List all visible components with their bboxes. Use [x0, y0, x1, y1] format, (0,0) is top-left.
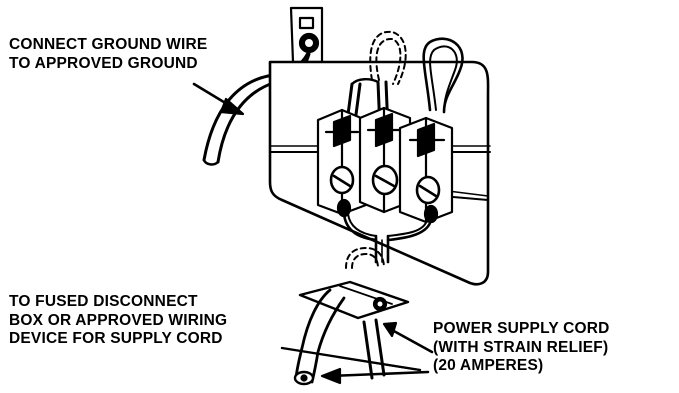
fused-label-line-2: BOX OR APPROVED WIRING: [9, 311, 228, 329]
terminal-block-center: [358, 106, 412, 214]
fused-label-line-3: DEVICE FOR SUPPLY CORD: [9, 330, 223, 347]
ground-arrow: [192, 82, 245, 116]
cord-label-line-3: (20 AMPERES): [433, 357, 544, 374]
cord-label-line-2: (WITH STRAIN RELIEF): [433, 338, 609, 356]
power-supply-cord-label: POWER SUPPLY CORD (WITH STRAIN RELIEF) (…: [433, 320, 610, 376]
clamp-screws: [362, 318, 386, 380]
cord-arrow: [320, 321, 434, 385]
terminal-block-right: [398, 116, 454, 224]
wire-leads: [336, 198, 439, 264]
cord-label-line-1: POWER SUPPLY CORD: [433, 320, 610, 337]
fused-disconnect-label: TO FUSED DISCONNECT BOX OR APPROVED WIRI…: [9, 293, 227, 349]
ground-label-line-1: CONNECT GROUND WIRE: [9, 36, 208, 53]
fused-box-arrow: [280, 346, 422, 372]
ground-wire-label: CONNECT GROUND WIRE TO APPROVED GROUND: [9, 36, 207, 73]
supply-cord: [293, 288, 346, 386]
fused-label-line-1: TO FUSED DISCONNECT: [9, 293, 198, 310]
terminal-block-left: [316, 108, 368, 216]
ground-label-line-2: TO APPROVED GROUND: [9, 54, 198, 72]
dashed-jumper: [369, 30, 407, 85]
neutral-strap: [422, 37, 464, 114]
